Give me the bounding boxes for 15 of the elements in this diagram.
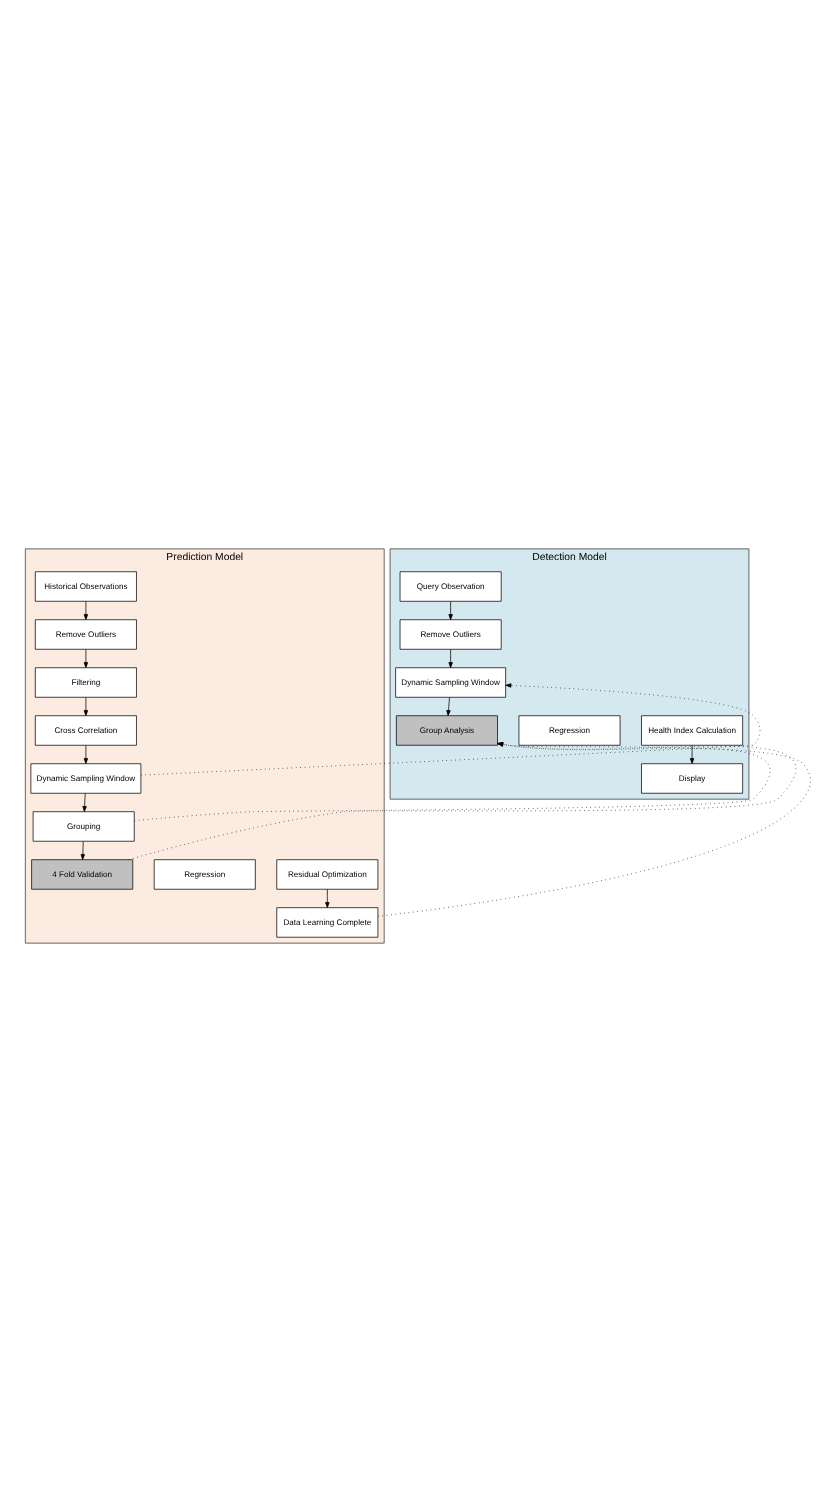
arrow: [325, 888, 330, 907]
arrow: [377, 741, 811, 916]
arrow: [134, 741, 771, 821]
arrow: [83, 600, 89, 619]
arrow: [83, 648, 89, 667]
arrow: [448, 600, 453, 619]
arrow: [80, 840, 85, 859]
arrow: [140, 682, 761, 775]
arrow: [689, 744, 695, 763]
arrow: [446, 696, 451, 715]
arrow: [448, 648, 453, 667]
arrow: [128, 741, 797, 860]
arrow: [83, 744, 89, 763]
arrow: [82, 792, 87, 811]
arrow: [83, 696, 89, 715]
